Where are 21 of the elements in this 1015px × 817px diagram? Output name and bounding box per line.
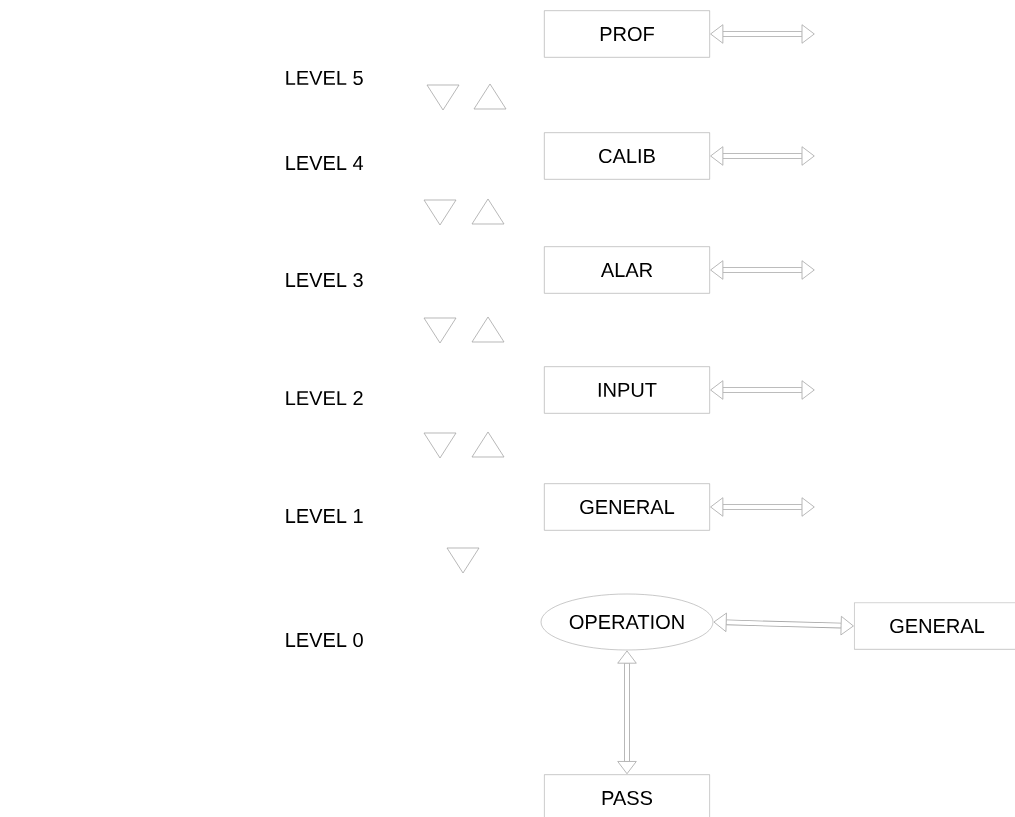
ellipse-node: OPERATION [540,593,714,651]
double-arrow [713,612,854,636]
process-box: GENERAL [544,483,710,531]
process-box: CALIB [544,132,710,180]
level-label: LEVEL 1 [286,509,363,523]
level-label: LEVEL 2 [286,391,363,405]
process-box: PROF [544,10,710,58]
double-arrow [617,650,637,775]
process-box: GENERAL [854,602,1015,650]
double-arrow [710,380,815,400]
double-arrow [710,24,815,44]
process-box: INPUT [544,366,710,414]
process-box: ALAR [544,246,710,294]
level-label: LEVEL 4 [286,156,364,170]
process-box: PASS [544,774,710,817]
double-arrow [710,260,815,280]
level-label: LEVEL 5 [286,71,363,85]
double-arrow [710,146,815,166]
level-label: LEVEL 3 [286,272,363,288]
double-arrow [710,497,815,517]
level-label: LEVEL 0 [286,632,363,648]
